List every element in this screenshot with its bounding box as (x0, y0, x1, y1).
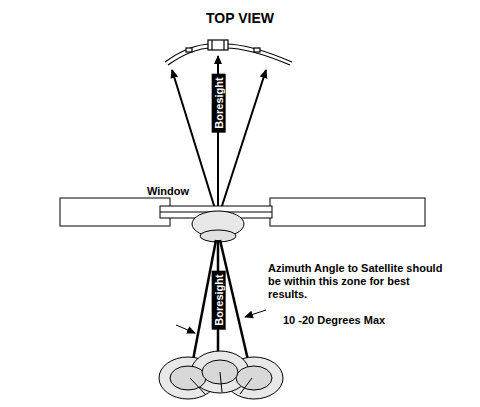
boresight-label: Boresight (212, 270, 226, 329)
boresight-label: Boresight (212, 73, 226, 132)
angle-label: 10 -20 Degrees Max (283, 314, 385, 326)
note-text: Azimuth Angle to Satellite should be wit… (268, 262, 443, 301)
satellite (165, 40, 292, 65)
zone-lines (193, 240, 248, 360)
window-label: Window (146, 185, 190, 197)
dish-group (159, 351, 283, 399)
diagram-title: TOP VIEW (206, 10, 274, 26)
